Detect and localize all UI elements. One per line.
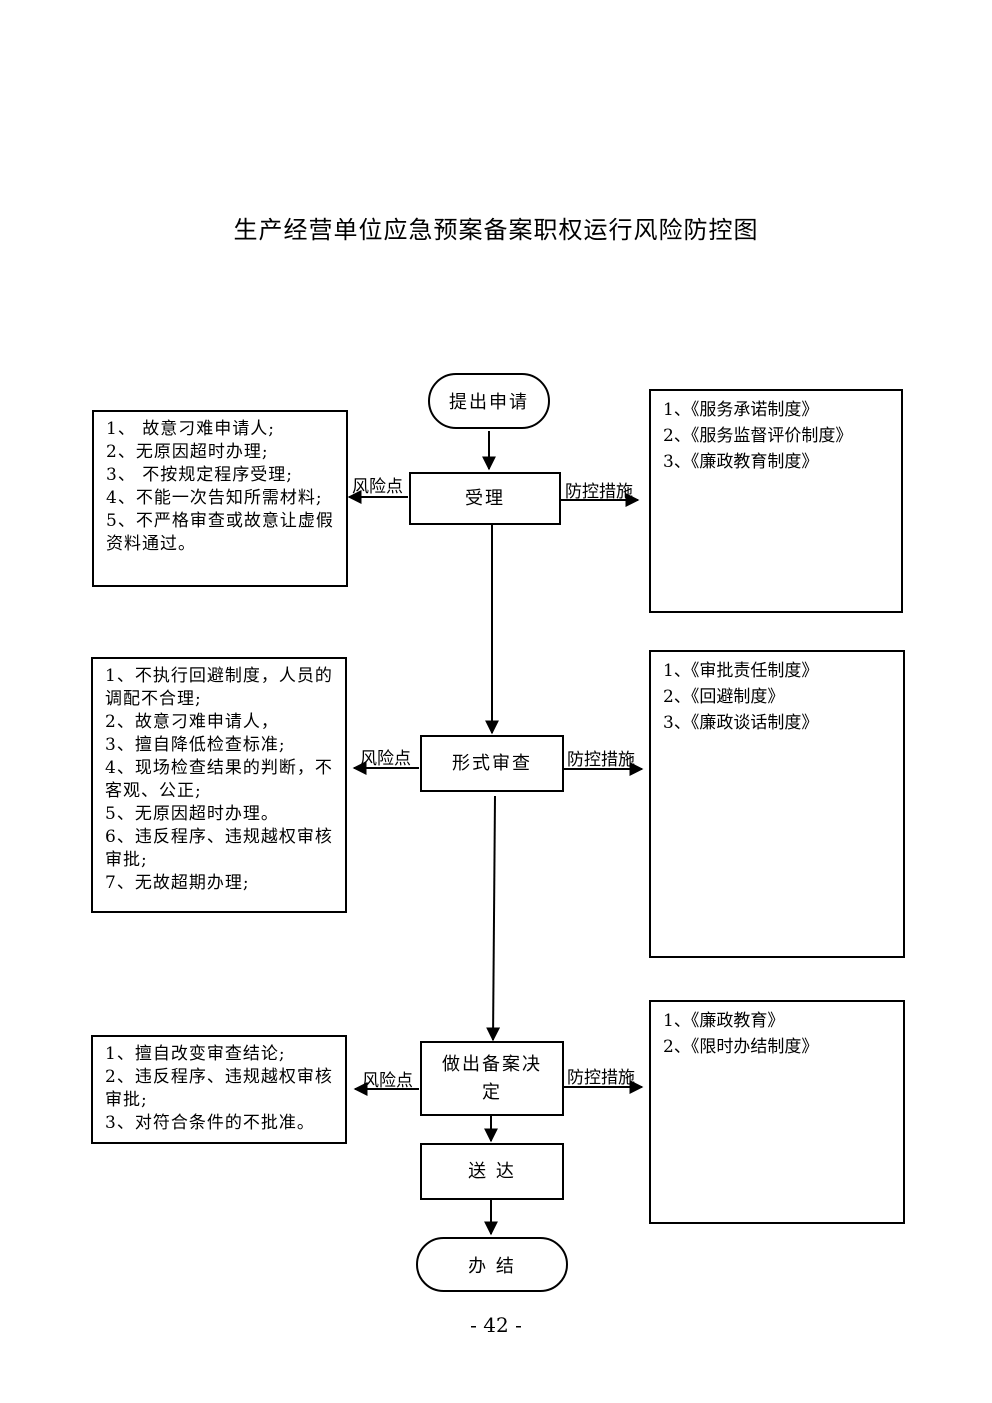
control-item: 3、《廉政教育制度》 — [663, 452, 819, 472]
control-item: 2、《限时办结制度》 — [663, 1037, 819, 1057]
risk-item: 2、故意刁难申请人， — [105, 712, 279, 732]
page-number: - 42 - — [470, 1313, 522, 1337]
control-box-2: 1、《审批责任制度》 2、《回避制度》 3、《廉政谈话制度》 — [649, 650, 905, 958]
step-accept: 受理 — [409, 472, 561, 525]
control-box-3: 1、《廉政教育》 2、《限时办结制度》 — [649, 1000, 905, 1224]
page-title: 生产经营单位应急预案备案职权运行风险防控图 — [233, 216, 759, 244]
risk-box-3: 1、擅自改变审查结论; 2、违反程序、违规越权审核审批; 3、对符合条件的不批准… — [91, 1035, 347, 1144]
step-formal-review: 形式审查 — [420, 735, 564, 792]
risk-item: 2、无原因超时办理; — [106, 442, 269, 462]
risk-box-1: 1、 故意刁难申请人; 2、无原因超时办理; 3、 不按规定程序受理; 4、不能… — [92, 410, 348, 587]
risk-item: 3、 不按规定程序受理; — [106, 465, 293, 485]
risk-item: 5、不严格审查或故意让虚假资料通过。 — [106, 511, 334, 554]
risk-item: 3、对符合条件的不批准。 — [105, 1113, 315, 1133]
risk-item: 7、无故超期办理; — [105, 873, 250, 893]
control-label-2: 防控措施 — [567, 750, 635, 770]
control-item: 1、《服务承诺制度》 — [663, 400, 819, 420]
control-item: 1、《审批责任制度》 — [663, 661, 819, 681]
arrow-review-to-decision — [486, 795, 501, 1042]
step-filing-decision: 做出备案决定 — [420, 1041, 564, 1116]
risk-item: 2、违反程序、违规越权审核审批; — [105, 1067, 333, 1110]
risk-label-3: 风险点 — [362, 1071, 413, 1091]
control-label-3: 防控措施 — [567, 1068, 635, 1088]
control-label-1: 防控措施 — [565, 482, 633, 502]
control-box-1: 1、《服务承诺制度》 2、《服务监督评价制度》 3、《廉政教育制度》 — [649, 389, 903, 613]
control-item: 2、《服务监督评价制度》 — [663, 426, 853, 446]
risk-item: 1、擅自改变审查结论; — [105, 1044, 286, 1064]
risk-item: 4、不能一次告知所需材料; — [106, 488, 323, 508]
risk-label-2: 风险点 — [360, 749, 411, 769]
step-deliver: 送 达 — [420, 1143, 564, 1200]
risk-item: 6、违反程序、违规越权审核审批; — [105, 827, 333, 870]
risk-item: 3、擅自降低检查标准; — [105, 735, 286, 755]
risk-item: 4、现场检查结果的判断，不客观、公正; — [105, 758, 333, 801]
risk-label-1: 风险点 — [352, 477, 403, 497]
risk-item: 1、不执行回避制度，人员的调配不合理; — [105, 666, 333, 709]
start-node: 提出申请 — [428, 373, 550, 429]
risk-box-2: 1、不执行回避制度，人员的调配不合理; 2、故意刁难申请人， 3、擅自降低检查标… — [91, 657, 347, 913]
control-item: 3、《廉政谈话制度》 — [663, 713, 819, 733]
risk-item: 5、无原因超时办理。 — [105, 804, 279, 824]
end-node: 办 结 — [416, 1237, 568, 1292]
risk-item: 1、 故意刁难申请人; — [106, 419, 275, 439]
control-item: 1、《廉政教育》 — [663, 1011, 785, 1031]
control-item: 2、《回避制度》 — [663, 687, 785, 707]
